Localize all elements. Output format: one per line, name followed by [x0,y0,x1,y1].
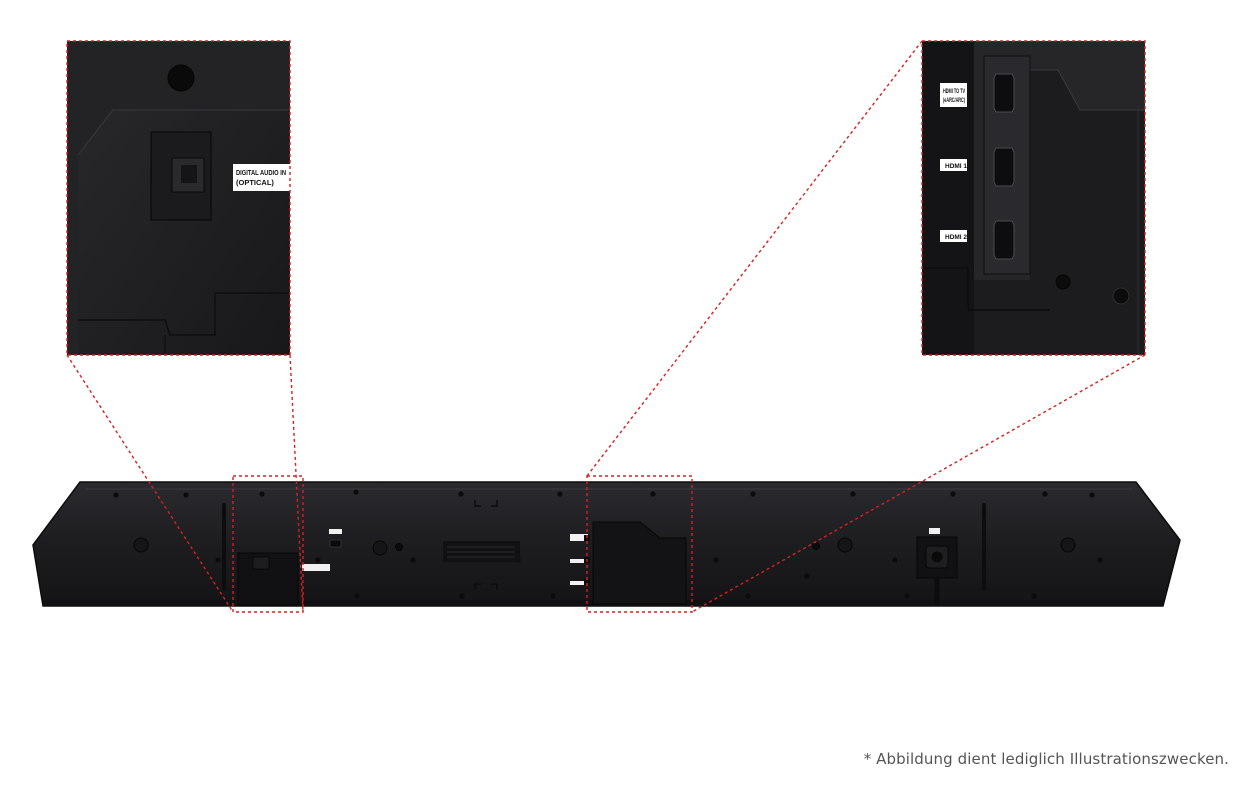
rating-label [443,541,520,562]
zoom-connector-lines [66,40,1146,613]
bracket-marks [474,500,498,590]
hdmi-1-label: HDMI 1 [945,163,967,170]
optical-recess [237,552,330,606]
power-port [916,528,958,605]
optical-label-sub: (OPTICAL) [236,178,274,187]
optical-label: DIGITAL AUDIO IN [236,168,286,177]
mount-recesses [133,537,1076,556]
hdmi-tv-label-sub: (eARC/ARC) [943,97,965,104]
hdmi-2-label: HDMI 2 [945,234,967,241]
hdmi-ports [993,73,1015,260]
zoom-panel-optical: DIGITAL AUDIO IN (OPTICAL) [66,40,291,356]
side-slots [222,503,986,590]
disclaimer-text: * Abbildung dient lediglich Illustration… [863,750,1229,768]
usb-port [329,529,342,548]
hdmi-tv-label: HDMI TO TV [943,88,966,95]
highlight-boxes [232,475,693,613]
zoom-panel-hdmi: HDMI TO TV (eARC/ARC) HDMI 1 HDMI 2 [921,40,1146,356]
